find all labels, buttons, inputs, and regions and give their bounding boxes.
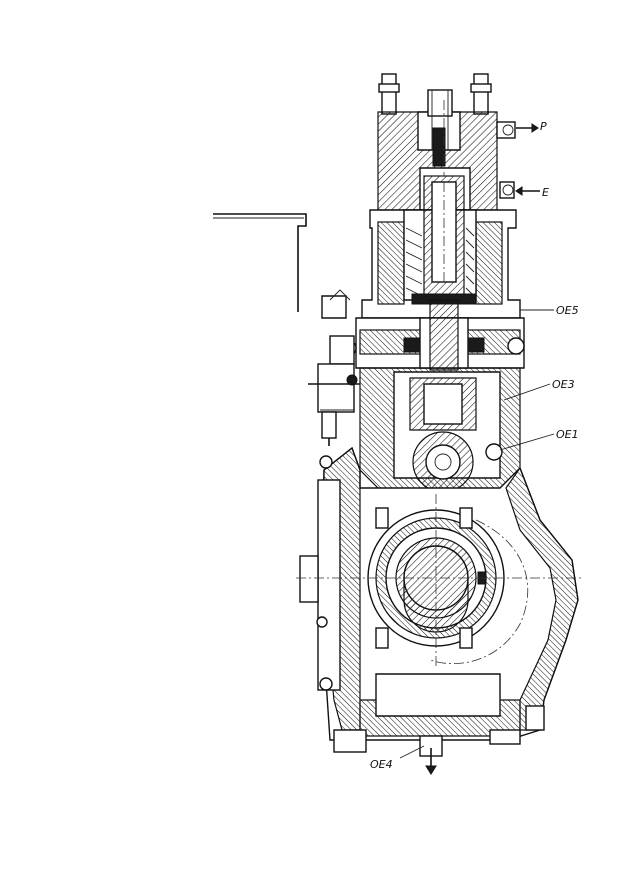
- label-oe1: OE1: [556, 428, 579, 441]
- label-oe3: OE3: [552, 378, 575, 391]
- callout-p: P: [516, 120, 547, 133]
- center-lines: [296, 100, 582, 668]
- callout-oe5: OE5: [520, 304, 579, 317]
- label-oe4: OE4: [370, 758, 393, 771]
- cylinder-block: [361, 175, 521, 319]
- callout-e: E: [515, 186, 549, 199]
- label-p: P: [540, 120, 547, 133]
- regulator-linkage: [213, 213, 360, 446]
- crankcase-main: [299, 446, 579, 775]
- label-e: E: [542, 186, 549, 199]
- crankcase-upper: [359, 367, 521, 493]
- label-oe5: OE5: [556, 304, 579, 317]
- callout-oe3: OE3: [503, 378, 575, 401]
- crosshead-guide: [339, 299, 525, 371]
- callout-oe1: OE1: [499, 428, 579, 451]
- callout-oe4: OE4: [370, 745, 425, 771]
